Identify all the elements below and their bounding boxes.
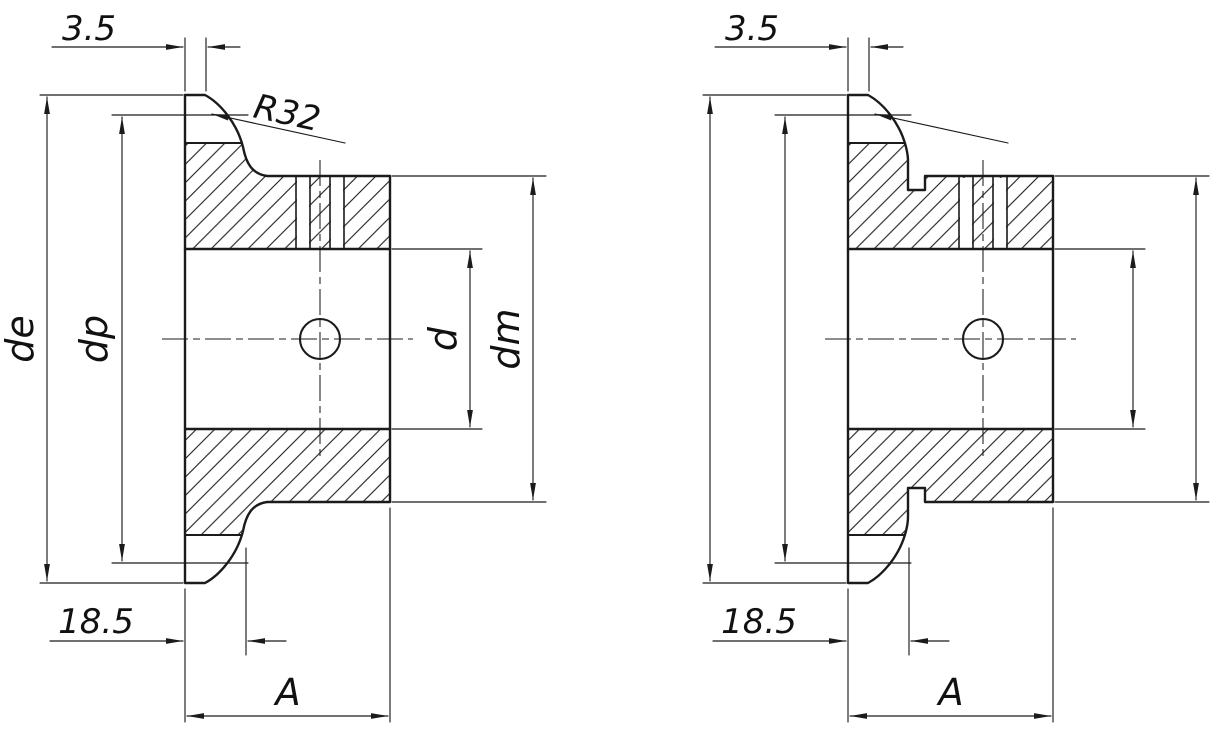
bore-lines xyxy=(183,247,392,431)
ext-lines-bore xyxy=(391,248,483,430)
ext-lines-hub-dia xyxy=(391,175,547,503)
dim-label-hub-offset: 18.5 xyxy=(721,602,797,642)
sprocket-figure-left: de dp 3.5 R32 d dm 18.5 A xyxy=(0,9,547,723)
dim-label-hub-dia: dm xyxy=(484,308,528,369)
tooth-root-lines xyxy=(846,141,906,537)
dim-label-tooth-width: 3.5 xyxy=(725,9,779,49)
ext-lines-de xyxy=(39,94,184,584)
hatch-lower-section xyxy=(849,429,1052,535)
dim-label-bore: d xyxy=(421,326,465,351)
hatch-upper-section xyxy=(186,143,389,249)
ext-lines-tooth-width xyxy=(184,37,207,92)
ext-lines-overall-width xyxy=(184,507,391,723)
tooth-root-lines xyxy=(183,141,243,537)
setscrew-hole-gap-left xyxy=(960,178,972,249)
dim-label-overall-width: A xyxy=(273,671,300,714)
setscrew-hole-walls xyxy=(958,176,1008,249)
hatch-lower-section xyxy=(186,429,389,535)
leader-line-radius xyxy=(874,113,1009,144)
setscrew-hole-gap-right xyxy=(994,178,1006,249)
ext-lines-hub-dia xyxy=(1054,175,1210,503)
dim-label-dp: dp xyxy=(72,315,116,363)
dim-label-de: de xyxy=(0,315,42,363)
part-outline xyxy=(183,93,392,585)
setscrew-hole-gap-right xyxy=(331,177,343,249)
dim-label-tooth-width: 3.5 xyxy=(62,9,116,49)
ext-lines-overall-width xyxy=(847,507,1054,723)
ext-lines-tooth-width xyxy=(847,37,870,92)
bore-lines xyxy=(846,247,1055,431)
sprocket-figure-right: de dp 3.5 R32 d dm 18.5 A xyxy=(702,9,1210,723)
ext-lines-bore xyxy=(1054,248,1146,430)
setscrew-hole-walls xyxy=(295,176,345,249)
hatch-upper-section xyxy=(849,143,1052,249)
leader-line-radius xyxy=(211,113,346,144)
dim-label-hub-offset: 18.5 xyxy=(58,602,134,642)
ext-lines-de xyxy=(702,94,847,584)
dim-label-overall-width: A xyxy=(936,671,963,714)
setscrew-hole-gap-left xyxy=(297,177,309,249)
part-outline xyxy=(846,93,1055,585)
dim-label-radius: R32 xyxy=(250,87,324,140)
